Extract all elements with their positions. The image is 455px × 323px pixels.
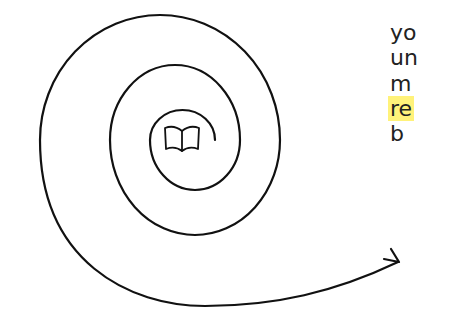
- note-line: yo: [388, 20, 420, 45]
- note-text: un: [388, 45, 420, 70]
- note-line: un: [388, 45, 420, 70]
- note-line: b: [388, 121, 420, 146]
- spiral-line: [40, 15, 398, 306]
- note-line: re: [388, 96, 420, 121]
- arrow-head: [384, 249, 399, 262]
- note-text: b: [388, 121, 406, 146]
- handwritten-note: younmreb: [388, 20, 420, 146]
- note-line: m: [388, 71, 420, 96]
- note-text: yo: [388, 20, 418, 45]
- book-icon: [165, 127, 199, 151]
- highlighted-note-text: re: [388, 96, 414, 121]
- note-text: m: [388, 71, 413, 96]
